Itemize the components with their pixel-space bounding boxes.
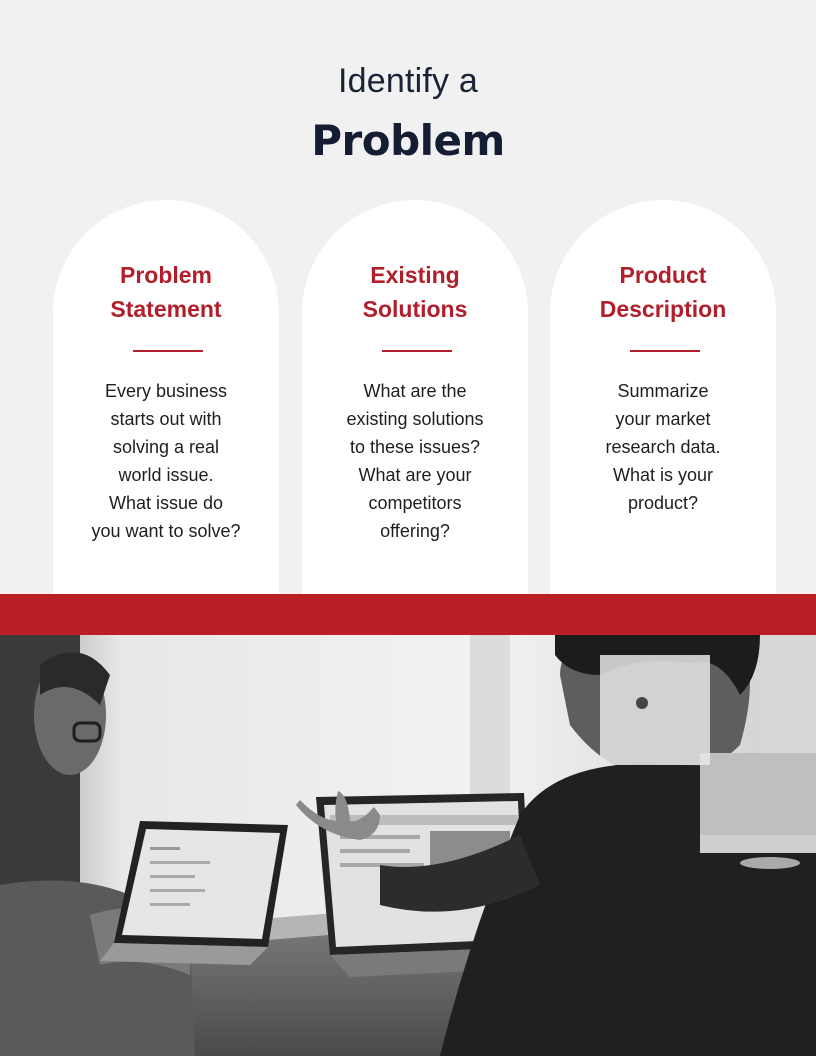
- card-title-line: Solutions: [362, 296, 468, 322]
- page-subtitle: Identify a: [338, 62, 478, 100]
- card-divider: [133, 350, 203, 352]
- card-body-line: competitors: [368, 493, 462, 513]
- page-title: Problem: [311, 116, 505, 165]
- card-body-line: What are your: [358, 465, 472, 485]
- card-title-line: Statement: [110, 296, 222, 322]
- card-body-line: existing solutions: [346, 409, 484, 429]
- office-meeting-photo: [0, 635, 816, 1056]
- card-product-description: Product Description Summarize your marke…: [550, 200, 776, 600]
- card-existing-solutions: Existing Solutions What are the existing…: [302, 200, 528, 600]
- card-body-line: Summarize: [617, 381, 709, 401]
- card-title: Existing Solutions: [302, 258, 528, 326]
- card-body-line: world issue.: [118, 465, 214, 485]
- card-title-line: Problem: [119, 262, 213, 288]
- card-body-line: offering?: [380, 521, 450, 541]
- card-body-line: your market: [615, 409, 711, 429]
- card-problem-statement: Problem Statement Every business starts …: [53, 200, 279, 600]
- card-body-line: What is your: [612, 465, 714, 485]
- card-body-line: you want to solve?: [91, 521, 241, 541]
- card-divider: [630, 350, 700, 352]
- card-body: Summarize your market research data. Wha…: [568, 377, 758, 517]
- card-title-line: Product: [619, 262, 707, 288]
- card-body: What are the existing solutions to these…: [320, 377, 510, 545]
- card-title: Product Description: [550, 258, 776, 326]
- card-body: Every business starts out with solving a…: [71, 377, 261, 545]
- card-body-line: starts out with: [110, 409, 222, 429]
- card-title: Problem Statement: [53, 258, 279, 326]
- card-title-line: Existing: [370, 262, 460, 288]
- card-body-line: What are the: [363, 381, 467, 401]
- card-title-line: Description: [599, 296, 727, 322]
- card-body-line: product?: [627, 493, 699, 513]
- card-divider: [382, 350, 452, 352]
- card-body-line: What issue do: [108, 493, 224, 513]
- card-body-line: research data.: [605, 437, 721, 457]
- card-body-line: Every business: [104, 381, 228, 401]
- card-body-line: solving a real: [112, 437, 220, 457]
- accent-band: [0, 594, 816, 635]
- card-body-line: to these issues?: [349, 437, 481, 457]
